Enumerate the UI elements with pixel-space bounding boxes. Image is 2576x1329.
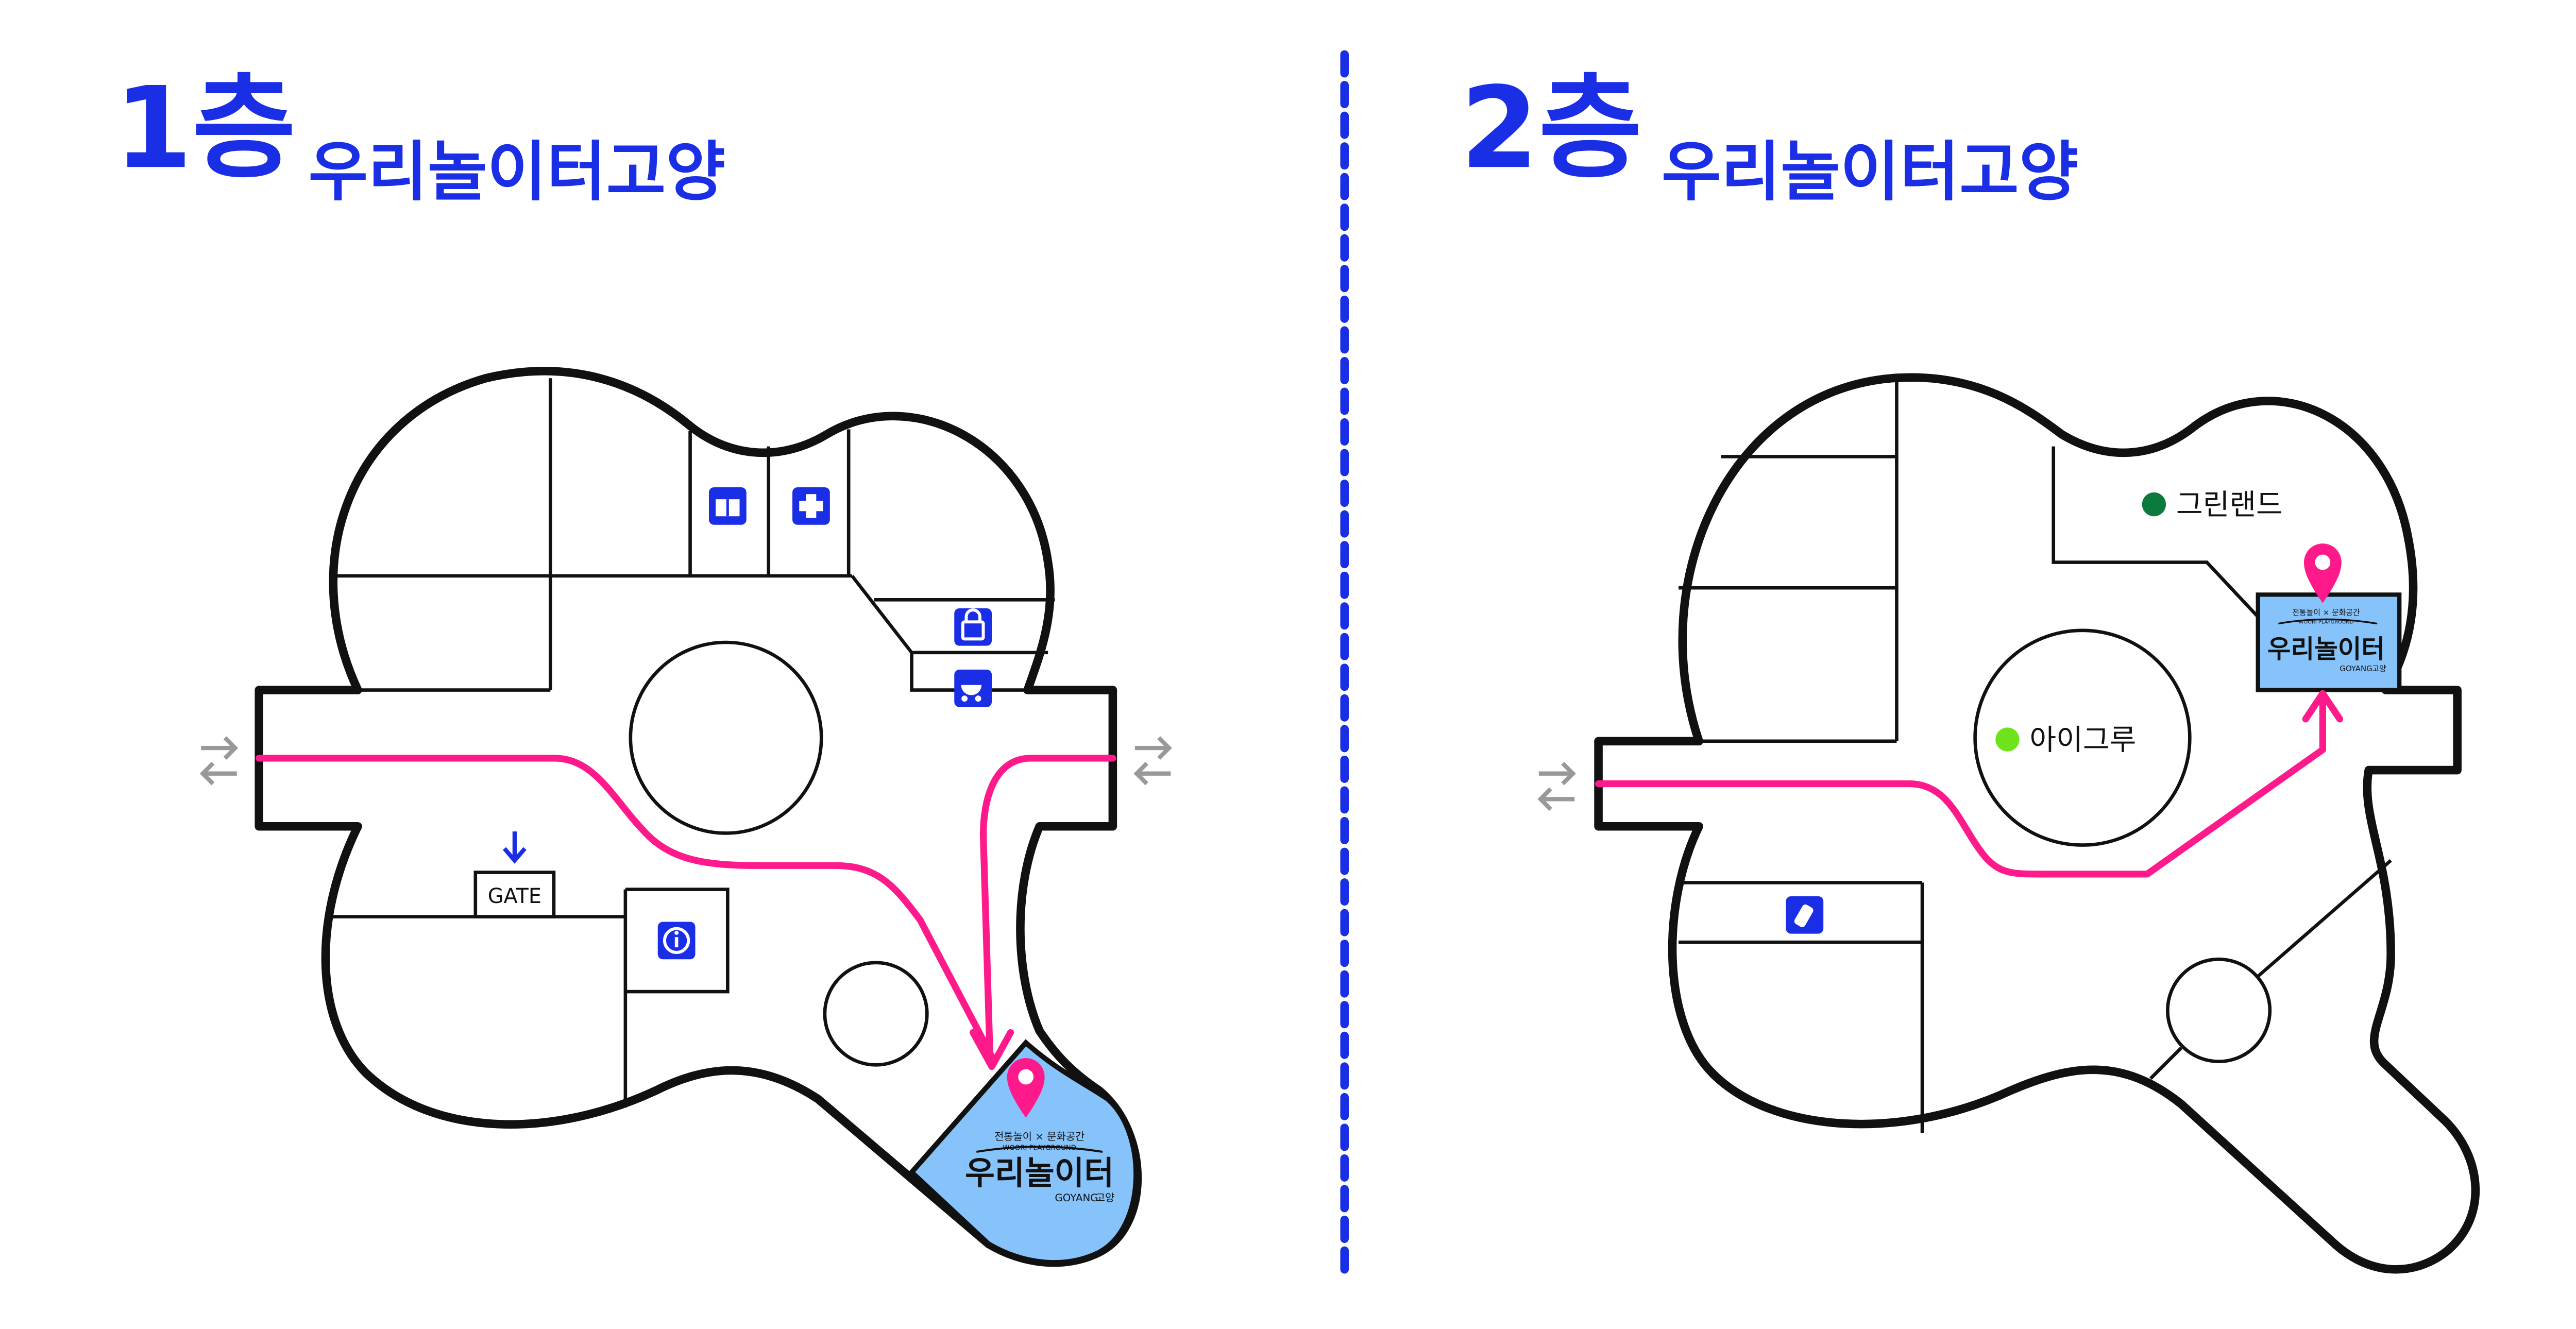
entrance-arrows-icon (199, 736, 239, 786)
floor-1-venue-area (908, 1039, 1139, 1265)
entrance-arrows-icon (1133, 736, 1172, 786)
floor-1-number: 1층 (114, 63, 296, 194)
floor-2-route (1595, 690, 2344, 878)
spot-aigru[interactable]: 아이그루 (1995, 723, 2136, 757)
floor-2-venue-logo: 전통놀이 × 문화공간 WOORI PLAYGROUND 우리놀이터 GOYAN… (2267, 608, 2386, 673)
first-aid-icon[interactable] (792, 487, 830, 525)
stroller-icon[interactable] (954, 669, 992, 707)
floor-1-title: 우리놀이터고양 (309, 134, 725, 210)
logo-city-en: GOYANG (1055, 1192, 1098, 1204)
floor-1-map: 1층 우리놀이터고양 GATE (114, 63, 1172, 1267)
location-pin-icon (1007, 1058, 1045, 1118)
gate-box (473, 871, 556, 918)
floor-2-number: 2층 (1461, 63, 1642, 194)
logo-english: WOORI PLAYGROUND (2299, 620, 2354, 625)
logo-tagline: 전통놀이 × 문화공간 (2292, 608, 2360, 617)
greenland-dot-icon (2142, 492, 2166, 517)
spot-aigru-label: 아이그루 (2029, 723, 2136, 757)
spot-greenland-label: 그린랜드 (2176, 488, 2283, 522)
logo-name: 우리놀이터 (965, 1154, 1114, 1192)
floor-2-walls (1679, 380, 2392, 1133)
logo-name: 우리놀이터 (2267, 634, 2385, 664)
logo-city-en: GOYANG (2340, 664, 2372, 673)
aigru-dot-icon (1995, 727, 2020, 752)
nursing-bottle-icon[interactable] (1786, 896, 1824, 934)
floor-2-map: 2층 우리놀이터고양 전통놀이 × 문화공간 WOORI PLAYGROUND … (1461, 63, 2480, 1274)
elevator-icon[interactable] (708, 487, 747, 525)
logo-city-ko: 고양 (1096, 1192, 1114, 1204)
floor-2-title: 우리놀이터고양 (1662, 134, 2078, 210)
spot-greenland[interactable]: 그린랜드 (2142, 488, 2283, 522)
information-icon[interactable] (657, 922, 696, 960)
logo-tagline: 전통놀이 × 문화공간 (994, 1131, 1084, 1143)
floor-2-venue-area (2256, 592, 2402, 692)
gate-label: GATE (488, 884, 541, 908)
floor-1-walls (332, 378, 1055, 1108)
entrance-arrows-icon (1537, 761, 1576, 811)
floor-1-route (256, 755, 1116, 1070)
floor-1-outline (255, 367, 1142, 1267)
logo-city-ko: 고양 (2372, 664, 2386, 673)
locker-icon[interactable] (954, 608, 992, 646)
gate-arrow-icon (502, 831, 527, 864)
location-pin-icon (2303, 543, 2342, 603)
floor-2-outline (1594, 373, 2480, 1274)
floor-1-venue-logo: 전통놀이 × 문화공간 WOORI PLAYGROUND 우리놀이터 GOYAN… (965, 1131, 1114, 1204)
logo-english: WOORI PLAYGROUND (1003, 1145, 1076, 1152)
